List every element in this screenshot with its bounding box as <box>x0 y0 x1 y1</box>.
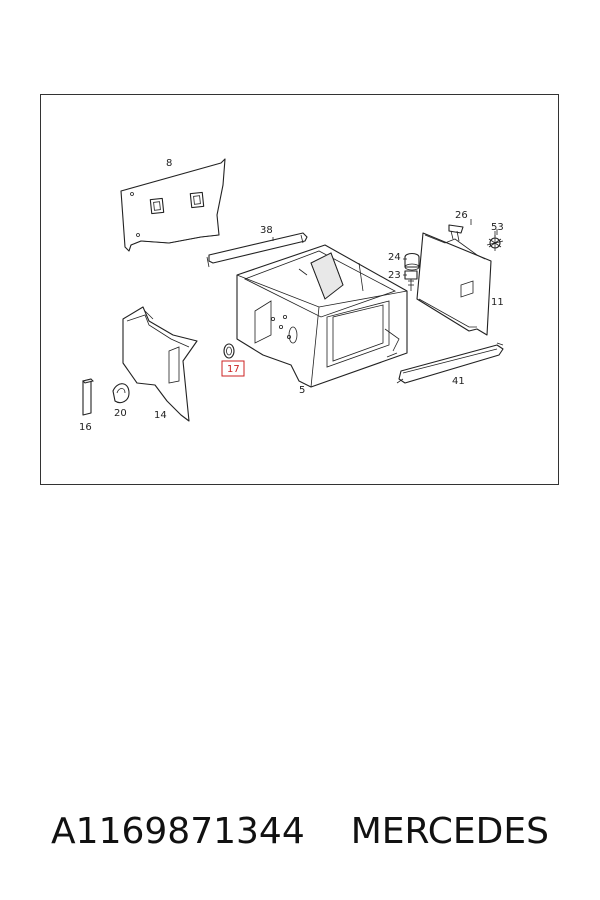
part-17-grommet <box>223 343 235 359</box>
part-label-11: 11 <box>491 297 504 308</box>
exploded-view-drawing: 8 38 26 53 24 23 11 17 5 41 16 20 14 <box>79 158 504 433</box>
part-26-screw <box>448 224 464 242</box>
part-label-20: 20 <box>114 408 127 419</box>
part-label-23: 23 <box>388 270 401 281</box>
part-label-53: 53 <box>491 222 504 233</box>
part-label-14: 14 <box>154 410 167 421</box>
part-53-clip <box>486 231 504 251</box>
part-label-16: 16 <box>79 422 92 433</box>
part-20-cap <box>112 383 130 404</box>
part-38-bar <box>206 232 308 268</box>
part-11-panel <box>416 232 492 336</box>
part-label-17: 17 <box>227 364 240 375</box>
part-label-5: 5 <box>299 385 305 396</box>
part-17-highlight-box <box>221 360 245 377</box>
part-23-bolt <box>404 270 418 291</box>
part-8-panel <box>120 158 226 252</box>
part-label-41: 41 <box>452 376 465 387</box>
part-label-8: 8 <box>166 158 172 169</box>
part-41-bar <box>396 342 504 384</box>
part-24-bushing <box>404 252 420 271</box>
parts-diagram: 8 38 26 53 24 23 11 17 5 41 16 20 14 <box>40 94 559 485</box>
part-label-26: 26 <box>455 210 468 221</box>
part-label-24: 24 <box>388 252 401 263</box>
part-label-38: 38 <box>260 225 273 236</box>
brand-text: MERCEDES <box>350 810 549 852</box>
part-caption: A1169871344 MERCEDES <box>0 808 600 854</box>
part-number-text: A1169871344 <box>51 810 305 852</box>
part-14-panel <box>122 306 198 422</box>
part-16-plate <box>82 378 94 416</box>
part-5-frame <box>236 244 408 388</box>
